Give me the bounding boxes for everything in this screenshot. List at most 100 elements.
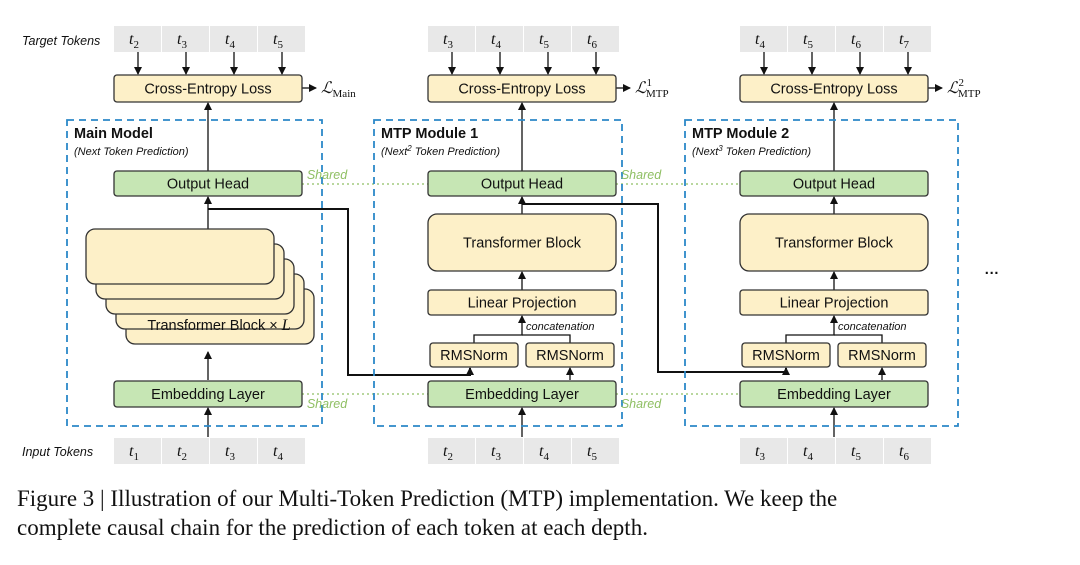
cross-entropy-loss-box	[739, 74, 929, 103]
input-token-token: t3	[491, 443, 501, 463]
figure-caption: Figure 3 | Illustration of our Multi-Tok…	[17, 484, 1067, 542]
input-token-cell	[836, 438, 883, 464]
loss-subscript: Main	[333, 88, 357, 100]
input-token-cell	[884, 438, 931, 464]
module-title: Main Model	[74, 126, 153, 142]
embedding-layer-box	[113, 380, 303, 408]
module-title: MTP Module 2	[692, 126, 789, 142]
target-token-cell	[258, 26, 305, 52]
transformer-block-box-label: Transformer Block	[775, 236, 894, 252]
subtitle-superscript: 2	[406, 144, 412, 153]
token-subscript: 4	[807, 451, 813, 463]
module-title: MTP Module 1	[381, 126, 478, 142]
target-token-token: t3	[177, 31, 187, 51]
input-token-cell	[788, 438, 835, 464]
hidden-pass-main-to-mtp1	[208, 208, 474, 376]
input-token-token: t3	[225, 443, 235, 463]
output-head-box-label: Output Head	[481, 177, 563, 193]
embedding-layer-box-label: Embedding Layer	[777, 387, 891, 403]
transformer-block-stack-layer	[85, 228, 275, 285]
target-token-token: t4	[755, 31, 765, 51]
rmsnorm-box-right	[837, 342, 927, 368]
cross-entropy-loss-box	[427, 74, 617, 103]
cross-entropy-loss-box-label: Cross-Entropy Loss	[144, 82, 271, 98]
target-token-cell	[162, 26, 209, 52]
input-token-token: t2	[177, 443, 187, 463]
input-token-token: t1	[129, 443, 139, 463]
loss-superscript: 1	[647, 77, 653, 89]
transformer-block-box	[427, 213, 617, 272]
token-subscript: 6	[855, 39, 861, 51]
target-token-token: t2	[129, 31, 139, 51]
concat-right-line	[834, 334, 883, 343]
token-subscript: 1	[133, 451, 139, 463]
target-token-cell	[428, 26, 475, 52]
target-token-cell	[210, 26, 257, 52]
input-token-token: t5	[851, 443, 861, 463]
cross-entropy-loss-box	[113, 74, 303, 103]
target-token-token: t7	[899, 31, 909, 51]
token-subscript: 4	[495, 39, 501, 51]
subtitle-rest: Token Prediction)	[412, 146, 501, 158]
shared-embedding-label: Shared	[621, 397, 662, 411]
rmsnorm-box-right	[525, 342, 615, 368]
input-token-cell	[258, 438, 305, 464]
input-token-cell	[114, 438, 161, 464]
target-tokens-label: Target Tokens	[22, 34, 100, 48]
token-subscript: 6	[903, 451, 909, 463]
concat-left-line	[785, 315, 838, 343]
target-token-token: t5	[803, 31, 813, 51]
input-token-cell	[210, 438, 257, 464]
transformer-block-stack-label: Transformer Block × L	[147, 317, 290, 334]
loss-subscript: MTP	[958, 88, 981, 100]
loss-symbol: ℒMain	[321, 80, 356, 100]
token-subscript: 3	[447, 39, 453, 51]
target-token-cell	[476, 26, 523, 52]
module-subtitle: (Next3 Token Prediction)	[692, 144, 811, 158]
input-token-cell	[162, 438, 209, 464]
linear-projection-box-label: Linear Projection	[468, 296, 577, 312]
subtitle-superscript: 3	[718, 144, 723, 153]
loss-subscript: MTP	[646, 88, 669, 100]
rmsnorm-box-left-label: RMSNorm	[440, 348, 508, 364]
more-modules-ellipsis: ···	[985, 266, 1000, 282]
token-subscript: 2	[133, 39, 139, 51]
target-token-cell	[114, 26, 161, 52]
token-subscript: 2	[181, 451, 187, 463]
concat-left-line	[473, 315, 526, 343]
shared-head-label: Shared	[621, 168, 662, 182]
input-token-token: t4	[803, 443, 813, 463]
token-subscript: 7	[903, 39, 909, 51]
token-subscript: 5	[807, 39, 813, 51]
token-subscript: 4	[759, 39, 765, 51]
embedding-layer-box-label: Embedding Layer	[151, 387, 265, 403]
module-container	[373, 119, 623, 427]
target-token-cell	[572, 26, 619, 52]
rmsnorm-box-left	[741, 342, 831, 368]
rmsnorm-box-right-label: RMSNorm	[848, 348, 916, 364]
concat-right-line	[522, 334, 571, 343]
token-subscript: 2	[447, 451, 453, 463]
target-token-token: t5	[539, 31, 549, 51]
token-subscript: 5	[591, 451, 597, 463]
output-head-box	[113, 170, 303, 197]
target-token-token: t4	[491, 31, 501, 51]
input-tokens-label: Input Tokens	[22, 445, 93, 459]
output-head-box-label: Output Head	[793, 177, 875, 193]
rmsnorm-box-right-label: RMSNorm	[536, 348, 604, 364]
caption-line-1: Figure 3 | Illustration of our Multi-Tok…	[17, 486, 838, 511]
shared-embedding-label: Shared	[307, 397, 348, 411]
output-head-box	[739, 170, 929, 197]
concatenation-label: concatenation	[526, 321, 595, 333]
cross-entropy-loss-box-label: Cross-Entropy Loss	[770, 82, 897, 98]
input-token-token: t4	[273, 443, 283, 463]
rmsnorm-box-left-label: RMSNorm	[752, 348, 820, 364]
token-subscript: 3	[495, 451, 501, 463]
target-token-cell	[836, 26, 883, 52]
target-token-token: t6	[587, 31, 597, 51]
module-subtitle: (Next Token Prediction)	[74, 146, 189, 158]
token-subscript: 3	[759, 451, 765, 463]
